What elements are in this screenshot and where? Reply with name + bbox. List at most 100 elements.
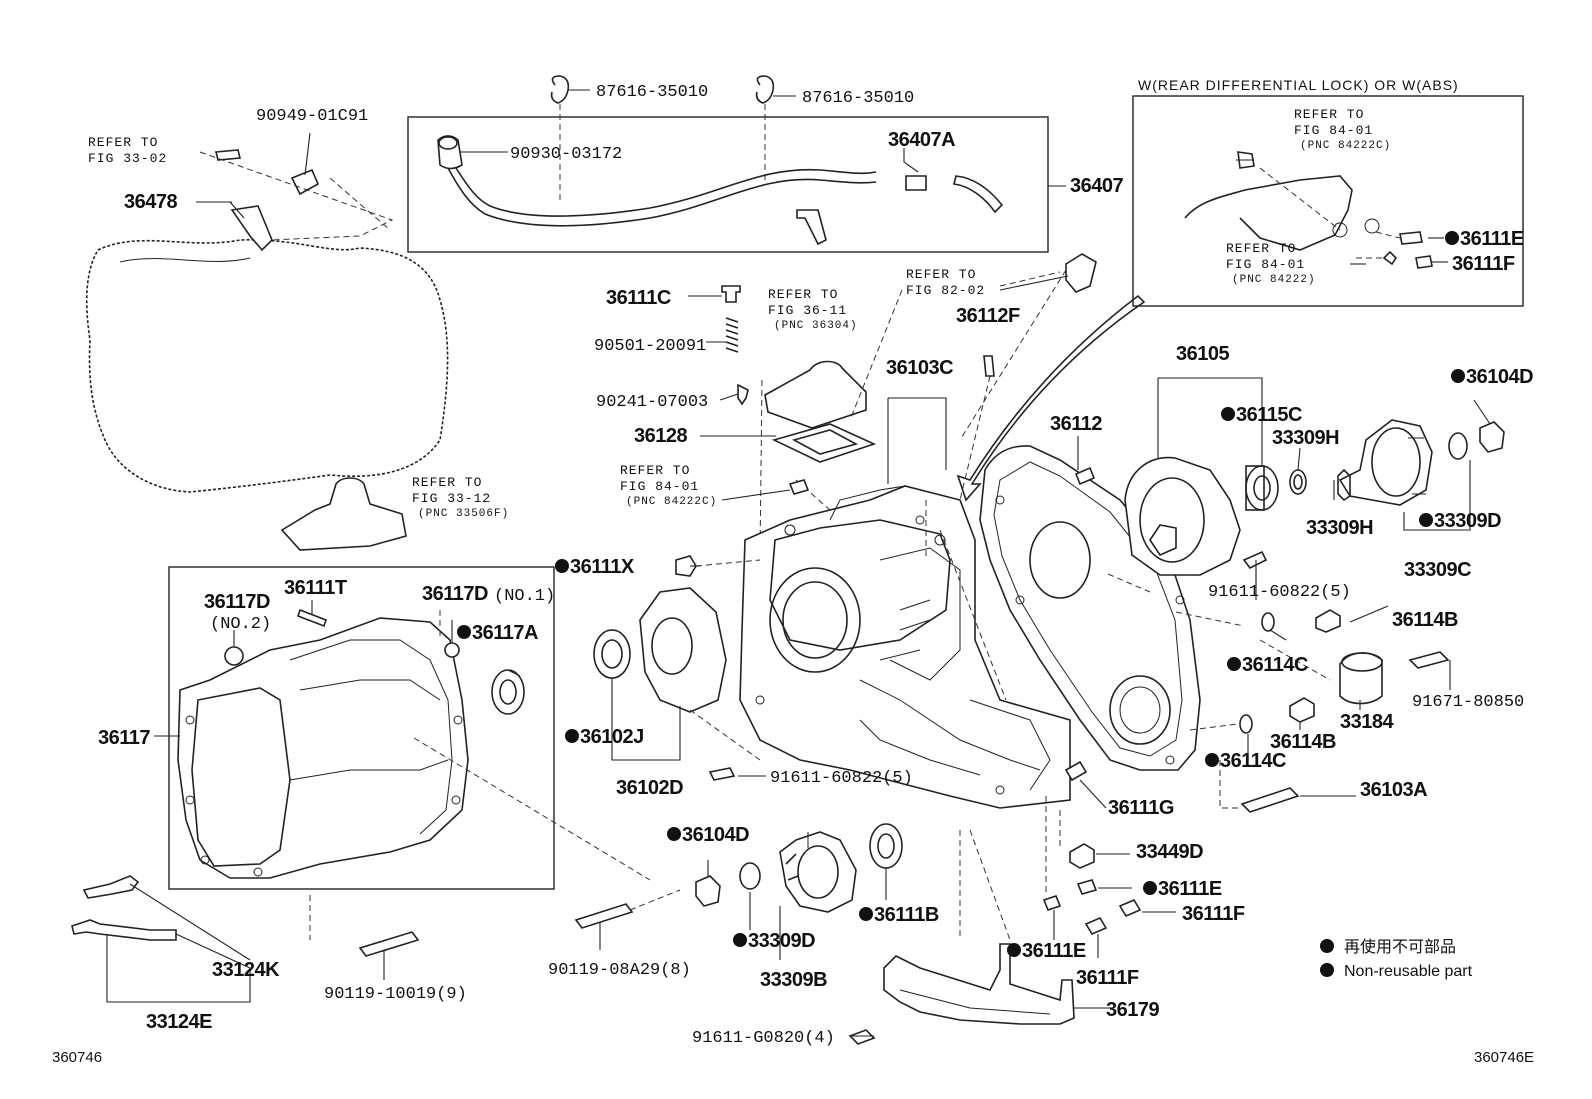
label-90501: 90501-20091	[594, 337, 706, 356]
label-91611-b: 91611-60822(5)	[770, 769, 913, 788]
label-refer-a2: FIG 33-02	[88, 151, 167, 166]
gasket-36128	[771, 423, 877, 463]
front-cover-36102D	[639, 587, 727, 713]
label-refer-f1: REFER TO	[620, 463, 690, 478]
washer-33309D-r	[1448, 432, 1468, 460]
bracket-36478	[230, 205, 273, 252]
direction-arrow	[956, 294, 1146, 502]
label-36111B: 36111B	[874, 904, 939, 926]
label-refer-g3: (PNC 33506F)	[418, 508, 509, 520]
label-refer-c1: REFER TO	[1226, 241, 1296, 256]
nut-36104D-r	[1479, 421, 1505, 453]
label-refer-b1: REFER TO	[1294, 107, 1364, 122]
label-36104D-l: 36104D	[682, 824, 749, 846]
label-33184: 33184	[1340, 711, 1394, 733]
bolt-91671	[1408, 651, 1450, 669]
label-36111F-box: 36111F	[1452, 253, 1515, 275]
label-90949: 90949-01C91	[256, 107, 368, 126]
label-36115C: 36115C	[1236, 404, 1302, 426]
extension-housing-36105	[1124, 456, 1241, 576]
skid-plate-36179	[883, 943, 1075, 1025]
plug-36111F-b	[1084, 916, 1108, 936]
label-36179: 36179	[1106, 999, 1159, 1021]
label-36114C-a: 36114C	[1242, 654, 1308, 676]
bell-housing	[85, 239, 449, 493]
labels: 90949-01C91 87616-35010 87616-35010 REFE…	[52, 77, 1534, 1066]
plug-36111E-b	[1042, 895, 1062, 911]
legend-en: Non-reusable part	[1344, 963, 1473, 980]
label-36478: 36478	[124, 191, 177, 213]
bolt-36114B-b	[1289, 697, 1315, 723]
label-33309C: 33309C	[1404, 559, 1471, 581]
leader-lines	[154, 89, 1491, 1037]
label-refer-b2: FIG 84-01	[1294, 123, 1373, 138]
plug-36111F-a	[1118, 898, 1142, 918]
bearing-36117A	[491, 669, 525, 715]
label-36104D-r: 36104D	[1466, 366, 1533, 388]
label-33309B: 33309B	[760, 969, 827, 991]
label-36112: 36112	[1050, 413, 1102, 435]
label-36111F-b: 36111F	[1076, 967, 1139, 989]
label-36114B-a: 36114B	[1392, 609, 1458, 631]
label-90930: 90930-03172	[510, 145, 622, 164]
label-90241: 90241-07003	[596, 393, 708, 412]
seal-36102J	[593, 629, 631, 679]
pad-refer-g	[280, 477, 407, 551]
label-91611-c: 91611-G0820(4)	[692, 1029, 835, 1048]
label-36114B-b: 36114B	[1270, 731, 1336, 753]
legend: 再使用不可部品 Non-reusable part	[1320, 938, 1473, 980]
label-90119-a: 90119-08A29(8)	[548, 961, 691, 980]
option-box-parts	[1184, 151, 1433, 269]
bearing-36111B	[869, 823, 903, 869]
pin-36111G	[1064, 760, 1088, 782]
label-option-title: W(REAR DIFFERENTIAL LOCK) OR W(ABS)	[1138, 77, 1459, 93]
clip-1	[550, 75, 570, 200]
plug-36117D-no2	[224, 646, 244, 666]
plug-36117D-no1	[444, 642, 460, 658]
option-box	[1132, 95, 1524, 307]
pin-36112F	[983, 355, 995, 377]
shift-cover	[764, 360, 867, 429]
label-refer-d2: FIG 82-02	[906, 283, 985, 298]
hose-group-box	[407, 116, 1049, 253]
label-refer-d1: REFER TO	[906, 267, 976, 282]
label-refer-f3: (PNC 84222C)	[626, 496, 717, 508]
plug-36111E-a	[1076, 879, 1098, 895]
bolt-90119-a	[574, 903, 634, 929]
label-91611-a: 91611-60822(5)	[1208, 583, 1351, 602]
bracket-refer-d	[1065, 253, 1097, 293]
bell-housing-inner	[119, 257, 251, 263]
label-36111E-b: 36111E	[1022, 940, 1086, 962]
label-33449D: 33449D	[1136, 841, 1203, 863]
bolt-33449D	[1069, 843, 1095, 869]
label-36114C-b: 36114C	[1220, 750, 1286, 772]
label-33124K: 33124K	[212, 959, 280, 981]
label-87616-b: 87616-35010	[802, 89, 914, 108]
flange-33309B	[779, 831, 857, 913]
label-refer-g2: FIG 33-12	[412, 491, 491, 506]
label-33124E: 33124E	[146, 1011, 212, 1033]
label-91671: 91671-80850	[1412, 693, 1524, 712]
label-refer-a1: REFER TO	[88, 135, 158, 150]
plug-refer-f	[788, 479, 810, 495]
label-90119-b: 90119-10019(9)	[324, 985, 467, 1004]
label-36105: 36105	[1176, 343, 1229, 365]
label-33309D-r: 33309D	[1434, 510, 1501, 532]
bolt-91611-b	[708, 767, 736, 781]
pin-90241	[737, 383, 749, 406]
label-33309H-a: 33309H	[1272, 427, 1339, 449]
breather-hose	[437, 135, 1004, 246]
label-refer-e2: FIG 36-11	[768, 303, 847, 318]
label-87616-a: 87616-35010	[596, 83, 708, 102]
case-36117	[177, 617, 469, 879]
bolt-91611-c	[848, 1029, 876, 1045]
legend-dot-en	[1320, 963, 1334, 977]
label-36117D-no1-sub: (NO.1)	[494, 587, 555, 606]
label-refer-c3: (PNC 84222)	[1232, 274, 1316, 286]
label-36117: 36117	[98, 727, 150, 749]
legend-dot-jp	[1320, 939, 1334, 953]
label-refer-e3: (PNC 36304)	[774, 320, 858, 332]
label-36111G: 36111G	[1108, 797, 1174, 819]
seal-33309H	[1289, 469, 1307, 495]
diagram-code-left: 360746	[52, 1049, 102, 1066]
